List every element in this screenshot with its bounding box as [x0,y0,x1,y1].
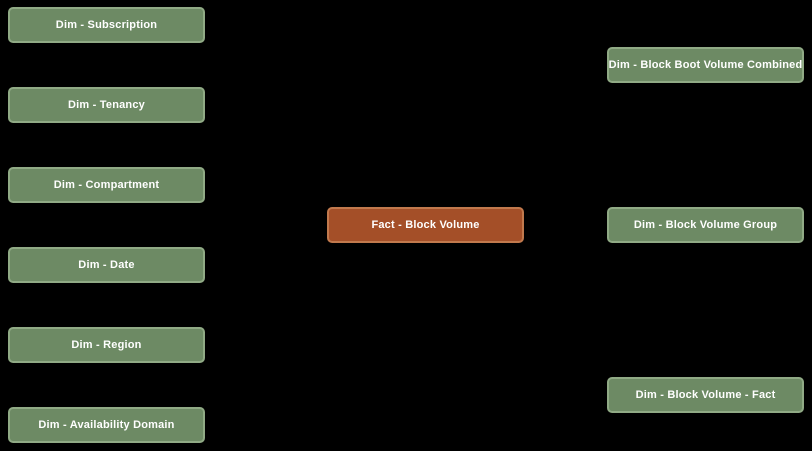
node-dim-subscription[interactable]: Dim - Subscription [8,7,205,43]
node-label: Dim - Date [78,259,135,271]
node-fact-block-volume[interactable]: Fact - Block Volume [327,207,524,243]
node-label: Dim - Block Volume - Fact [635,389,776,401]
node-dim-tenancy[interactable]: Dim - Tenancy [8,87,205,123]
node-dim-region[interactable]: Dim - Region [8,327,205,363]
node-dim-compartment[interactable]: Dim - Compartment [8,167,205,203]
node-label: Dim - Compartment [53,179,160,191]
node-label: Dim - Block Volume Group [633,219,778,231]
node-dim-block-boot-volume-combined[interactable]: Dim - Block Boot Volume Combined [607,47,804,83]
node-label: Dim - Subscription [55,19,158,31]
node-label: Fact - Block Volume [371,219,480,231]
node-label: Dim - Availability Domain [38,419,175,431]
node-label: Dim - Tenancy [68,99,145,111]
node-dim-availability-domain[interactable]: Dim - Availability Domain [8,407,205,443]
node-dim-block-volume-fact[interactable]: Dim - Block Volume - Fact [607,377,804,413]
node-label: Dim - Block Boot Volume Combined [608,59,803,71]
node-dim-date[interactable]: Dim - Date [8,247,205,283]
node-dim-block-volume-group[interactable]: Dim - Block Volume Group [607,207,804,243]
node-label: Dim - Region [71,339,142,351]
